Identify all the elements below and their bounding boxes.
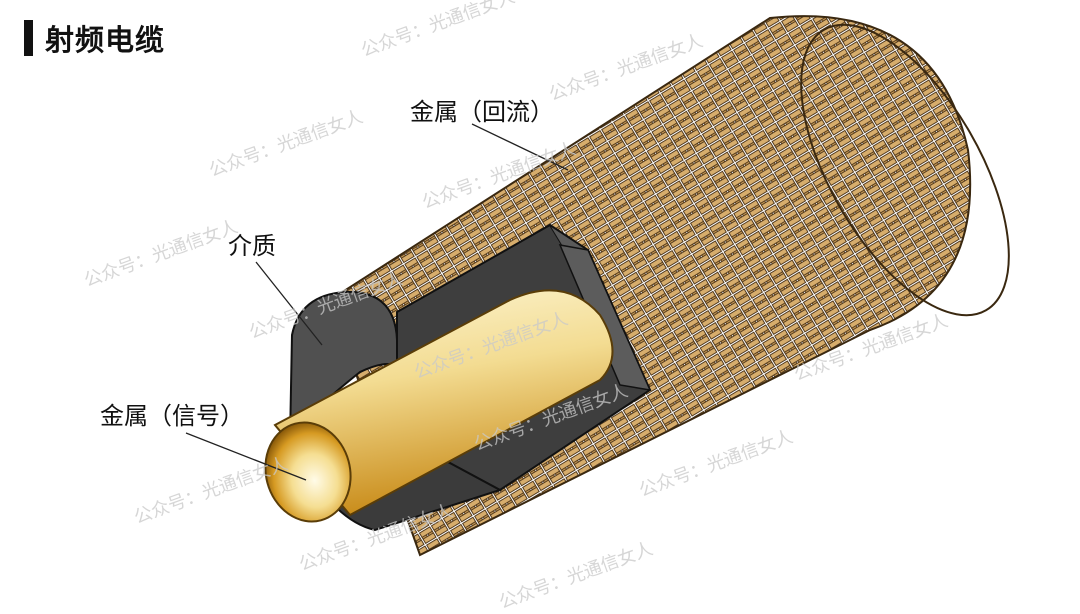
leader-line-shield (471, 123, 569, 171)
center-conductor (264, 289, 614, 523)
page-title-block: 射频电缆 (24, 18, 165, 58)
label-dielectric: 介质 (228, 232, 276, 260)
label-shield: 金属（回流） (410, 98, 554, 126)
title-accent-bar (24, 20, 33, 56)
page-title: 射频电缆 (45, 23, 166, 57)
label-conductor: 金属（信号） (100, 402, 244, 430)
leader-line-dielectric (255, 261, 323, 346)
leader-line-conductor (185, 432, 307, 481)
leader-lines (185, 123, 569, 481)
